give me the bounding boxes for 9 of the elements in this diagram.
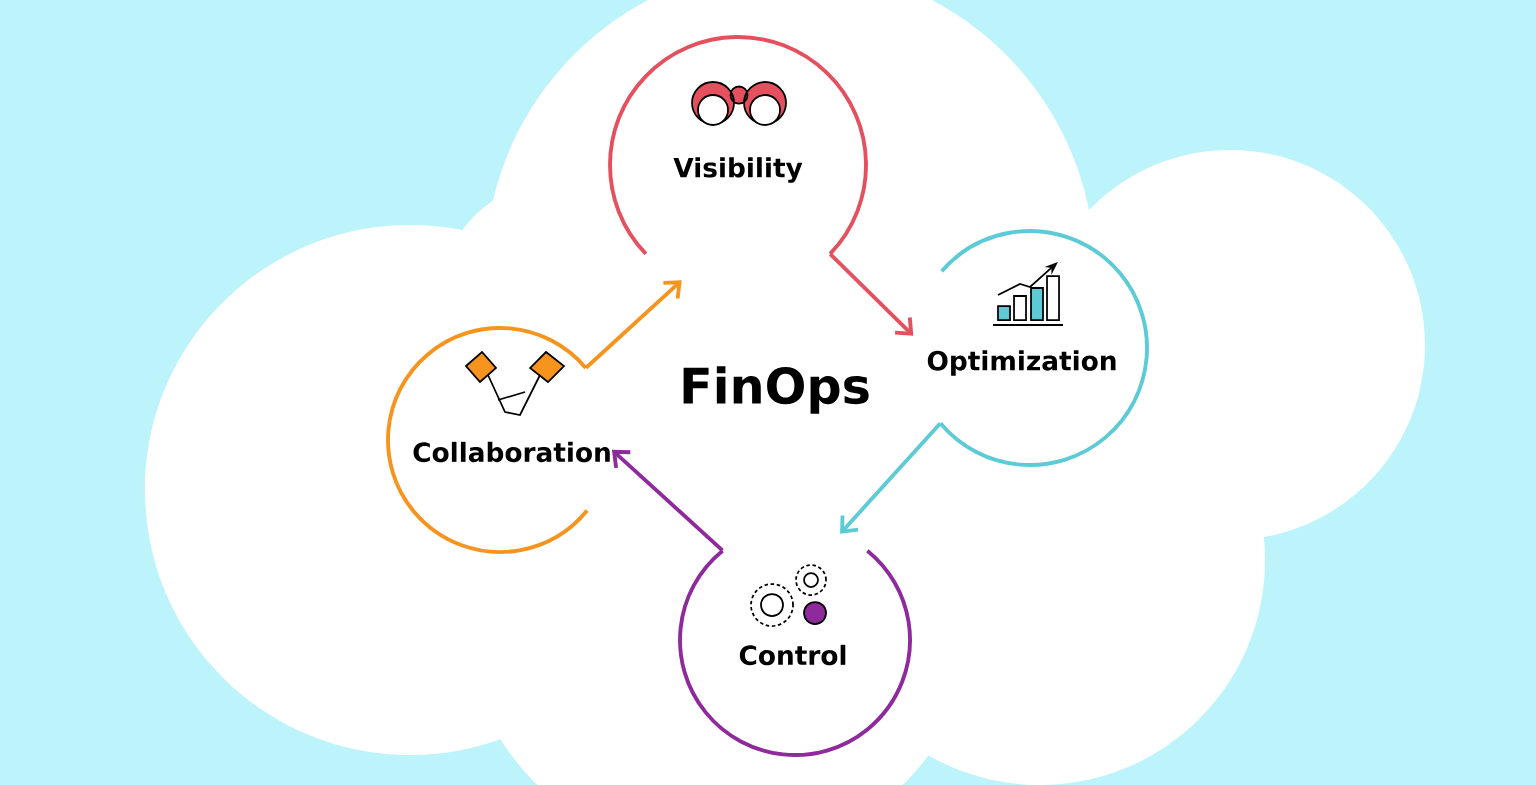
arrow: [584, 280, 682, 370]
arrow: [840, 422, 942, 534]
stage-label: Visibility: [673, 157, 803, 183]
arrow: [829, 252, 914, 336]
center-title: FinOps: [683, 366, 869, 414]
arrow: [611, 449, 724, 552]
stage-label: Collaboration: [413, 441, 610, 463]
stage-label: Optimization: [927, 350, 1116, 376]
stage-label: Control: [739, 644, 846, 666]
